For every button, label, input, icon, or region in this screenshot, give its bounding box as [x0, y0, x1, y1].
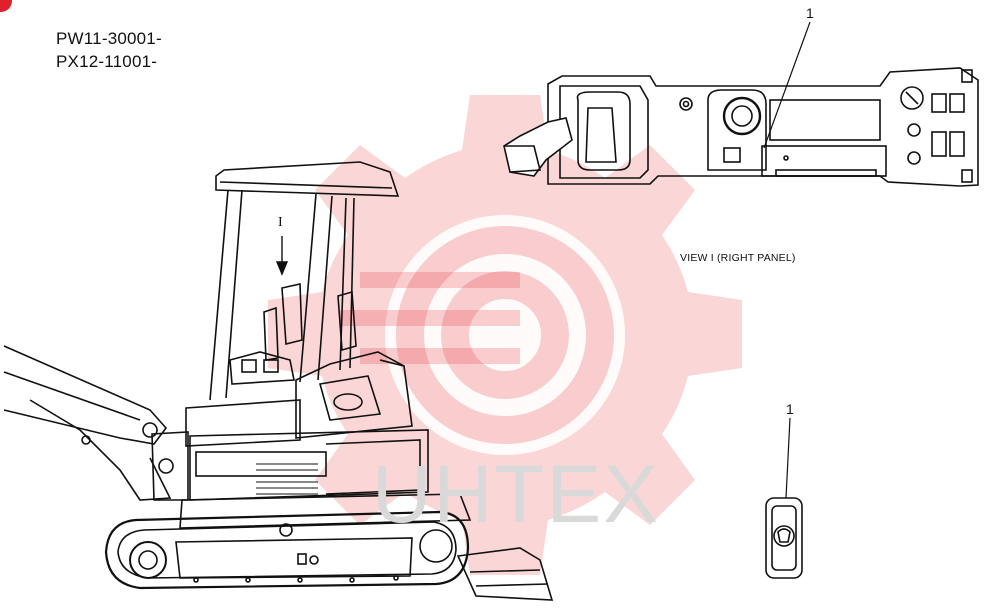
callout-leader-bottom — [785, 417, 791, 499]
callout-leader-top — [763, 21, 811, 149]
callout-number-bottom: 1 — [786, 401, 794, 417]
right-panel-drawing — [503, 67, 979, 187]
callout-number-top: 1 — [806, 5, 814, 21]
serial-range-1: PW11-30001- — [56, 29, 162, 48]
serial-range-2: PX12-11001- — [56, 52, 158, 71]
excavator-drawing — [3, 161, 554, 601]
watermark-ring — [396, 226, 614, 444]
watermark-text: UHTEX — [372, 449, 660, 540]
view-arrow — [275, 236, 289, 276]
view-caption: VIEW I (RIGHT PANEL) — [680, 252, 796, 264]
radiator-grille — [256, 463, 318, 495]
view-marker-label: I — [278, 215, 283, 230]
watermark-gear-inner — [385, 215, 625, 455]
decal-drawing — [765, 497, 803, 579]
